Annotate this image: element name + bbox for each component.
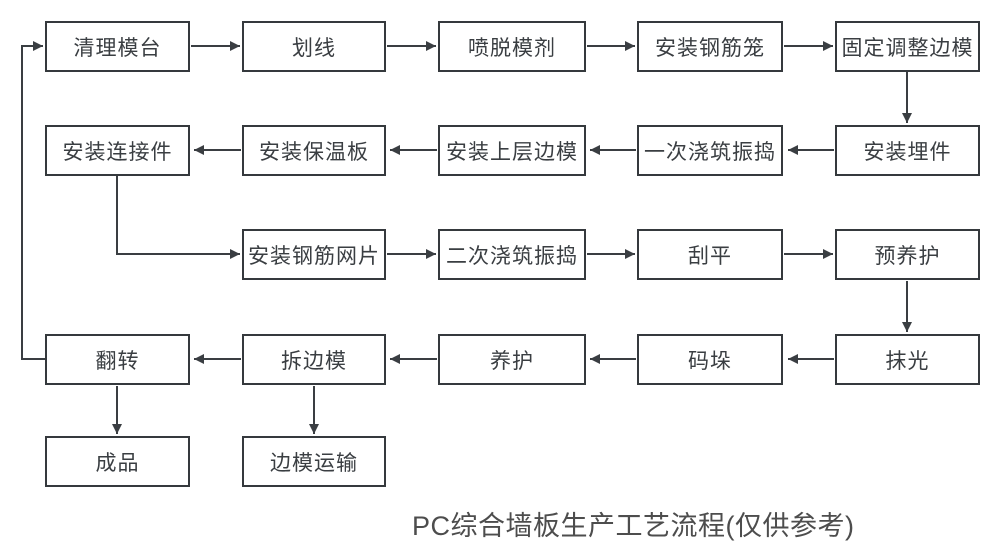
node-install-upper-side-forms: 安装上层边模 [438, 125, 586, 176]
node-install-rebar-mesh: 安装钢筋网片 [242, 229, 386, 280]
node-clean-mold-table: 清理模台 [45, 21, 190, 72]
node-install-embedded-parts: 安装埋件 [835, 125, 980, 176]
node-curing: 养护 [438, 334, 586, 385]
node-screeding: 刮平 [637, 229, 783, 280]
node-first-pour-vibrate: 一次浇筑振捣 [637, 125, 783, 176]
node-second-pour-vibrate: 二次浇筑振捣 [438, 229, 586, 280]
node-flip: 翻转 [45, 334, 190, 385]
node-install-rebar-cage: 安装钢筋笼 [637, 21, 783, 72]
diagram-caption: PC综合墙板生产工艺流程(仅供参考) [412, 511, 855, 541]
node-install-connectors: 安装连接件 [45, 125, 190, 176]
edge-connectors-to-rebar-mesh [116, 176, 240, 259]
node-trowel-finish: 抹光 [835, 334, 980, 385]
node-fix-adjust-side-forms: 固定调整边模 [835, 21, 980, 72]
node-side-form-transport: 边模运输 [242, 436, 386, 487]
node-stacking: 码垛 [637, 334, 783, 385]
edge-flip-to-clean-mold-table [21, 41, 45, 360]
node-remove-side-forms: 拆边模 [242, 334, 386, 385]
node-finished-product: 成品 [45, 436, 190, 487]
node-marking-lines: 划线 [242, 21, 386, 72]
node-pre-curing: 预养护 [835, 229, 980, 280]
node-spray-release-agent: 喷脱模剂 [438, 21, 586, 72]
node-install-insulation-board: 安装保温板 [242, 125, 386, 176]
